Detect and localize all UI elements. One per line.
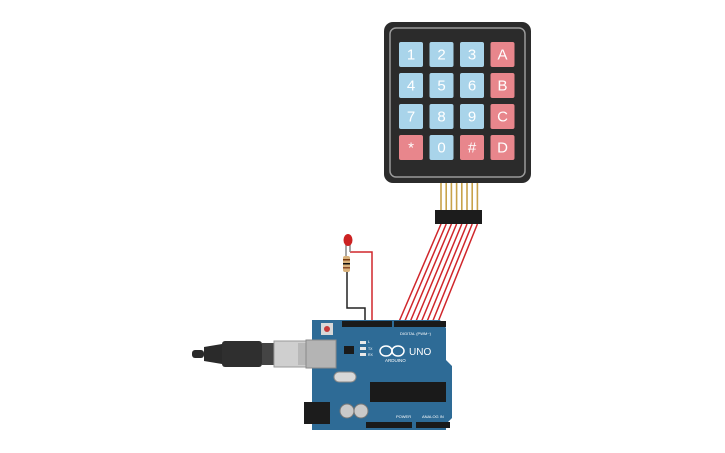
analog-label: ANALOG IN xyxy=(422,414,444,419)
key-face xyxy=(399,42,423,67)
key-face xyxy=(490,42,515,67)
key-label: 4 xyxy=(407,78,415,95)
keypad-inner-border xyxy=(389,27,526,178)
keypad-key[interactable]: 3 xyxy=(460,42,484,67)
keypad-key[interactable]: 6 xyxy=(460,73,484,98)
board-model: UNO xyxy=(409,347,431,358)
keypad-wire[interactable] xyxy=(425,223,468,325)
keypad-key[interactable]: 2 xyxy=(429,42,454,67)
keypad-wire[interactable] xyxy=(419,223,463,325)
keypad-key[interactable]: 9 xyxy=(460,104,484,129)
key-face xyxy=(429,42,454,67)
key-face xyxy=(429,135,454,160)
key-label: 5 xyxy=(437,78,445,95)
key-label: 6 xyxy=(468,78,476,95)
key-label: # xyxy=(468,140,477,157)
key-face xyxy=(460,104,484,129)
key-label: 0 xyxy=(437,140,445,157)
key-label: * xyxy=(408,140,414,157)
key-label: B xyxy=(497,78,507,95)
red-led[interactable] xyxy=(343,234,353,246)
key-label: 7 xyxy=(407,109,415,126)
board-brand: ARDUINO xyxy=(385,358,406,363)
key-label: 9 xyxy=(468,109,476,126)
keypad-wire[interactable] xyxy=(436,223,479,325)
usb-chip xyxy=(344,346,354,354)
power-header xyxy=(366,422,412,428)
usb-socket xyxy=(305,339,337,369)
arduino-logo xyxy=(379,345,405,357)
digital-header-right xyxy=(394,321,446,327)
key-label: A xyxy=(497,47,507,64)
digital-header-left xyxy=(342,321,392,327)
keypad-wire[interactable] xyxy=(408,223,453,325)
led-wire[interactable] xyxy=(350,251,373,331)
keypad-key[interactable]: A xyxy=(490,42,515,67)
keypad-key[interactable]: B xyxy=(490,73,515,98)
keypad-key[interactable]: # xyxy=(460,135,484,160)
key-face xyxy=(460,42,484,67)
keypad-key[interactable]: 0 xyxy=(429,135,454,160)
keypad-wires xyxy=(397,223,479,325)
keypad-wire[interactable] xyxy=(397,223,442,325)
connector-housing xyxy=(435,210,482,224)
analog-header xyxy=(416,422,450,428)
key-face xyxy=(399,135,423,160)
keypad-connector xyxy=(435,183,482,224)
key-label: 1 xyxy=(407,47,415,64)
digital-label: DIGITAL (PWM~) xyxy=(400,331,432,336)
keypad-key[interactable]: C xyxy=(490,104,515,129)
arduino-uno-board[interactable]: ARDUINO UNO DIGITAL (PWM~) POWER ANALOG … xyxy=(304,320,452,430)
keypad-key[interactable]: 7 xyxy=(399,104,423,129)
usb-cable[interactable] xyxy=(192,340,314,368)
key-face xyxy=(490,104,515,129)
keypad-key[interactable]: 5 xyxy=(429,73,454,98)
key-face xyxy=(490,73,515,98)
keypad-key[interactable]: * xyxy=(399,135,423,160)
l-label: L xyxy=(368,340,370,344)
power-label: POWER xyxy=(396,414,411,419)
microcontroller-chip xyxy=(370,382,446,402)
key-face xyxy=(399,104,423,129)
keypad-wire[interactable] xyxy=(414,223,458,325)
key-label: D xyxy=(497,140,508,157)
keypad-4x4[interactable]: 1 2 3 A 4 5 6 B 7 8 9 C * 0 # D xyxy=(384,22,531,224)
key-label: 3 xyxy=(468,47,476,64)
key-face xyxy=(490,135,515,160)
key-face xyxy=(429,73,454,98)
key-face xyxy=(460,73,484,98)
capacitor xyxy=(353,403,369,419)
key-face xyxy=(399,73,423,98)
capacitor xyxy=(339,403,355,419)
keypad-key[interactable]: D xyxy=(490,135,515,160)
key-label: C xyxy=(497,109,508,126)
keypad-key[interactable]: 1 xyxy=(399,42,423,67)
keypad-wire[interactable] xyxy=(402,223,447,325)
crystal xyxy=(333,371,357,383)
power-jack xyxy=(304,402,330,424)
tx-label: TX xyxy=(368,347,373,351)
keypad-wire[interactable] xyxy=(430,223,473,325)
keypad-key[interactable]: 4 xyxy=(399,73,423,98)
ground-wire[interactable] xyxy=(346,272,366,330)
led-component[interactable] xyxy=(343,234,353,272)
key-label: 8 xyxy=(437,109,445,126)
key-face xyxy=(429,104,454,129)
rx-label: RX xyxy=(368,353,374,357)
key-face xyxy=(460,135,484,160)
key-label: 2 xyxy=(437,47,445,64)
keypad-key[interactable]: 8 xyxy=(429,104,454,129)
